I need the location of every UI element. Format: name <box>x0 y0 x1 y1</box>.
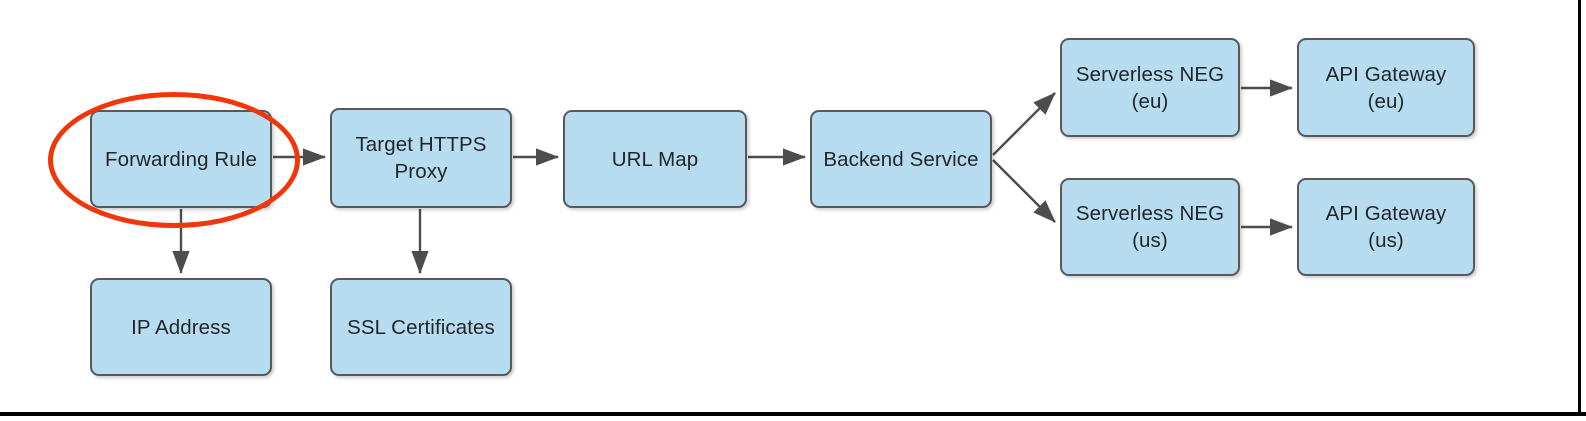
edge-backend-service-to-serverless-neg-us <box>992 159 1056 223</box>
node-api-gateway-eu[interactable]: API Gateway (eu) <box>1297 38 1475 137</box>
edge-backend-service-to-serverless-neg-eu <box>992 92 1056 156</box>
node-backend-service[interactable]: Backend Service <box>810 110 992 208</box>
node-label-api-gateway-eu: API Gateway (eu) <box>1325 62 1447 113</box>
node-label-api-gateway-us: API Gateway (us) <box>1325 202 1447 252</box>
node-label-backend-service: Backend Service <box>823 147 979 171</box>
node-ip-address[interactable]: IP Address <box>90 278 272 376</box>
node-target-https-proxy[interactable]: Target HTTPS Proxy <box>330 108 512 208</box>
node-label-ssl-certificates: SSL Certificates <box>347 315 495 339</box>
node-label-ip-address: IP Address <box>131 315 231 339</box>
frame-right-edge <box>1578 0 1581 414</box>
node-label-forwarding-rule: Forwarding Rule <box>105 147 257 171</box>
node-label-target-https-proxy: Target HTTPS Proxy <box>355 133 487 183</box>
node-serverless-neg-eu[interactable]: Serverless NEG (eu) <box>1060 38 1240 137</box>
frame-bottom-edge <box>0 412 1586 416</box>
node-label-serverless-neg-us: Serverless NEG (us) <box>1075 202 1225 252</box>
node-label-serverless-neg-eu: Serverless NEG (eu) <box>1075 62 1225 113</box>
node-serverless-neg-us[interactable]: Serverless NEG (us) <box>1060 178 1240 276</box>
node-label-url-map: URL Map <box>611 147 699 171</box>
node-api-gateway-us[interactable]: API Gateway (us) <box>1297 178 1475 276</box>
node-forwarding-rule[interactable]: Forwarding Rule <box>90 110 272 208</box>
node-ssl-certificates[interactable]: SSL Certificates <box>330 278 512 376</box>
node-url-map[interactable]: URL Map <box>563 110 747 208</box>
